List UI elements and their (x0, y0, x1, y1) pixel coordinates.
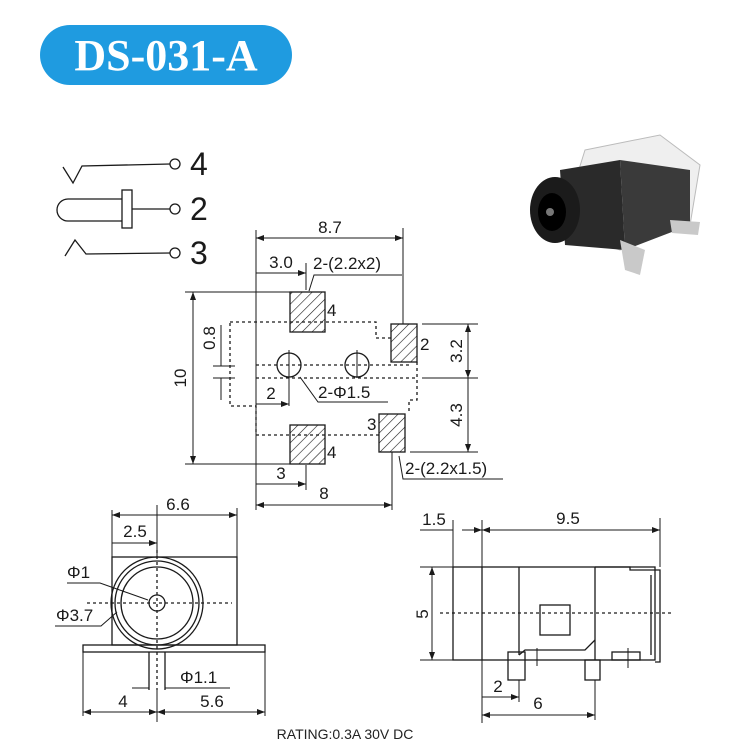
dim-hole-size: 2-Φ1.5 (318, 383, 370, 402)
pin-label-4: 4 (190, 146, 208, 182)
dim-length: 9.5 (556, 509, 580, 528)
pad-4-bottom (289, 424, 326, 465)
pad-label: 4 (327, 443, 336, 462)
pad-label: 2 (420, 335, 429, 354)
pad-3 (378, 413, 406, 453)
part-number-title: DS-031-A (74, 31, 258, 80)
product-photo (530, 134, 701, 275)
dim-hole-offset: 2 (266, 384, 275, 403)
dim-large-pad-size: 2-(2.2x2) (313, 254, 381, 273)
pin-label-2: 2 (190, 191, 208, 227)
rating-text: RATING:0.3A 30V DC (277, 726, 414, 742)
pad-label: 3 (367, 415, 376, 434)
pcb-footprint: 4 2 3 4 8.7 3.0 2-(2.2x2) 10 0.8 2 2-Φ1.… (171, 218, 503, 510)
dim-center-offset: 2.5 (123, 522, 147, 541)
dim-front-depth: 1.5 (422, 510, 446, 529)
dim-lower-offset: 4.3 (447, 403, 466, 427)
dim-hole-diameter: Φ3.7 (56, 606, 93, 625)
dim-front-width: 6.6 (166, 495, 190, 514)
dim-bottom-pad-offset: 3 (276, 464, 285, 483)
pad-label: 4 (327, 301, 336, 320)
dim-pin-diameter: Φ1 (67, 563, 90, 582)
dim-pin-span: 6 (533, 694, 542, 713)
side-view: 1.5 9.5 5 2 6 (413, 509, 672, 723)
dim-gap: 0.8 (200, 326, 219, 350)
pad-4-top (289, 291, 326, 333)
dim-height-total: 10 (171, 369, 190, 388)
pin-label-3: 3 (190, 235, 208, 271)
dim-pin-offset: 2 (493, 677, 502, 696)
dim-leg-diameter: Φ1.1 (180, 668, 217, 687)
dim-small-pad-size: 2-(2.2x1.5) (405, 459, 487, 478)
title-badge: DS-031-A (40, 25, 292, 85)
pin-schematic: 4 2 3 (56, 146, 208, 271)
dim-right-span: 5.6 (200, 692, 224, 711)
dim-pad-offset: 3.0 (269, 253, 293, 272)
dim-bottom-width: 8 (319, 484, 328, 503)
pad-2 (390, 323, 418, 363)
dim-upper-offset: 3.2 (447, 339, 466, 363)
dim-width-total: 8.7 (318, 218, 342, 237)
dim-left-span: 4 (118, 692, 127, 711)
dim-height: 5 (413, 609, 432, 618)
front-view: 6.6 2.5 Φ1 Φ3.7 Φ1.1 4 5.6 (55, 495, 266, 722)
